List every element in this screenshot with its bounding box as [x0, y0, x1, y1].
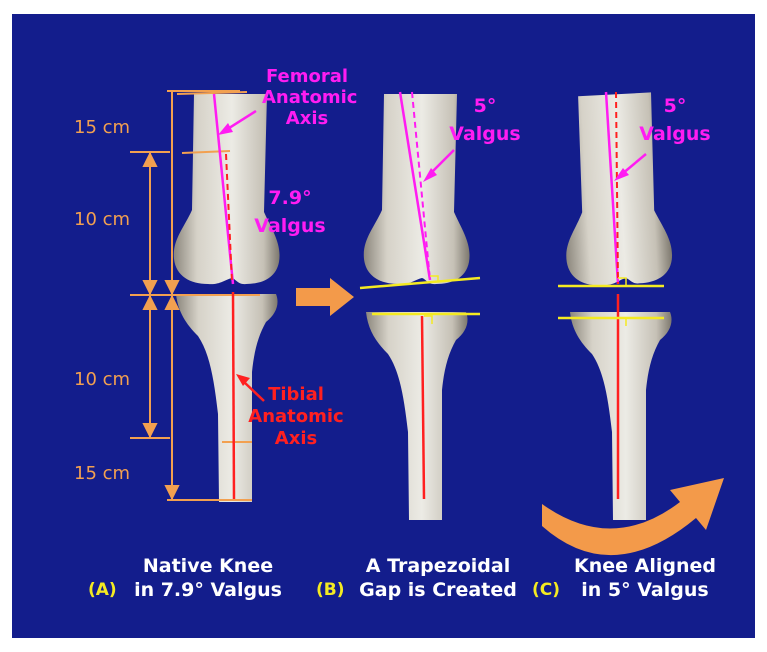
tibial-axis-a [233, 292, 234, 499]
transition-arrow-icon [296, 278, 354, 316]
measure-lower: 10 cm [74, 370, 130, 390]
panel-a-caption: Native Knee in 7.9° Valgus [128, 554, 288, 602]
valgus-label-b: 5° Valgus [440, 92, 530, 148]
femoral-axis-label: Femoral Anatomic Axis [262, 66, 352, 129]
panel-b-caption: A Trapezoidal Gap is Created [348, 554, 528, 602]
measure-upper: 10 cm [74, 210, 130, 230]
figure-panel: 15 cm 10 cm 10 cm 15 cm Femoral Anatomic… [12, 14, 755, 638]
tibia-b [366, 312, 468, 520]
tibia-c [570, 312, 672, 520]
valgus-label-c: 5° Valgus [630, 92, 720, 148]
panel-b-letter: (B) [316, 580, 345, 600]
measure-bottom: 15 cm [74, 464, 130, 484]
tibial-axis-label: Tibial Anatomic Axis [248, 384, 344, 450]
panel-a-letter: (A) [88, 580, 117, 600]
measure-top: 15 cm [74, 118, 130, 138]
valgus-label-a: 7.9° Valgus [244, 184, 336, 240]
panel-c-letter: (C) [532, 580, 560, 600]
panel-c-caption: Knee Aligned in 5° Valgus [560, 554, 730, 602]
